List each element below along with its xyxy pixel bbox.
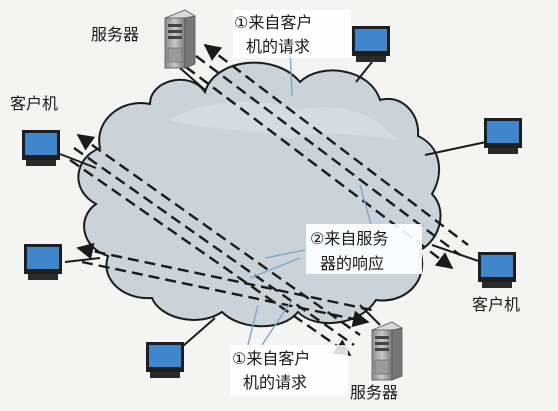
client-computer-icon <box>24 244 62 280</box>
callout-lines <box>247 47 373 346</box>
server-top: 服务器 <box>91 9 196 69</box>
client-computer-icon <box>146 342 184 378</box>
client-bottom <box>146 342 184 378</box>
response-callout: ②来自服务 器的响应 <box>306 224 422 274</box>
client-computer-icon <box>478 252 516 288</box>
request-top-line2: 机的请求 <box>246 37 310 56</box>
client-left-label: 客户机 <box>10 94 58 113</box>
client-computer-icon <box>22 130 60 166</box>
client-right-label: 客户机 <box>472 295 520 314</box>
client-right <box>484 118 522 154</box>
response-line2: 器的响应 <box>320 254 384 273</box>
request-path-top-1 <box>203 43 469 246</box>
client-computer-icon <box>352 26 390 62</box>
request-bottom-line1: ①来自客户 <box>232 349 310 368</box>
response-line1: ②来自服务 <box>310 229 388 248</box>
response-path-left <box>69 159 352 356</box>
request-path-left-1 <box>76 134 361 336</box>
request-callout-bottom: ①来自客户 机的请求 <box>230 345 348 395</box>
server-icon <box>164 9 196 69</box>
request-path-left-2 <box>73 147 355 346</box>
client-left-bottom <box>24 244 62 280</box>
client-left-top: 客户机 <box>10 94 60 166</box>
request-path-top-2 <box>195 55 461 256</box>
server-top-label: 服务器 <box>91 25 139 44</box>
response-path-bottom <box>81 260 370 328</box>
request-top-line1: ①来自客户 <box>234 13 312 32</box>
server-bottom: 服务器 <box>350 321 403 402</box>
client-top-right <box>352 26 390 62</box>
client-computer-icon <box>484 118 522 154</box>
request-callout-top: ①来自客户 机的请求 <box>233 10 351 58</box>
server-icon <box>371 321 403 381</box>
client-right-bottom: 客户机 <box>472 252 520 314</box>
request-bottom-line2: 机的请求 <box>243 373 307 392</box>
server-bottom-label: 服务器 <box>350 383 398 402</box>
